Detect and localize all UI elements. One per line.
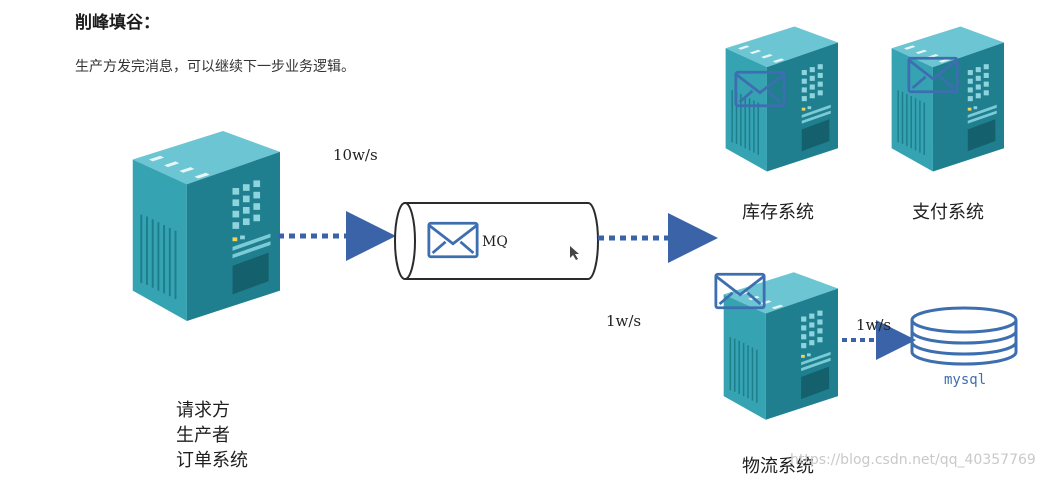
producer-label-line: 订单系统 [176, 450, 248, 471]
producer-server-icon [131, 130, 280, 322]
diagram-title: 削峰填谷： [75, 13, 160, 33]
db-rate-label: 1w/s [856, 316, 892, 334]
mq-label: MQ [482, 234, 508, 250]
mouse-cursor-icon [570, 246, 579, 260]
producer-label-line: 请求方 [176, 400, 230, 421]
logistics-system-label: 物流系统 [742, 456, 814, 477]
consumer-rate-label: 1w/s [606, 312, 642, 330]
producer-label-block: 请求方 生产者 订单系统 [176, 398, 248, 473]
database-label: mysql [944, 372, 987, 388]
diagram-subtitle: 生产方发完消息，可以继续下一步业务逻辑。 [75, 59, 355, 75]
payment-system-label: 支付系统 [912, 202, 984, 223]
producer-label-line: 生产者 [176, 425, 230, 446]
payment-server-icon [890, 25, 1004, 173]
mysql-database-icon [910, 306, 1018, 366]
producer-rate-label: 10w/s [333, 146, 378, 164]
watermark-text: https://blog.csdn.net/qq_40357769 [790, 452, 1036, 468]
inventory-system-label: 库存系统 [742, 202, 814, 223]
